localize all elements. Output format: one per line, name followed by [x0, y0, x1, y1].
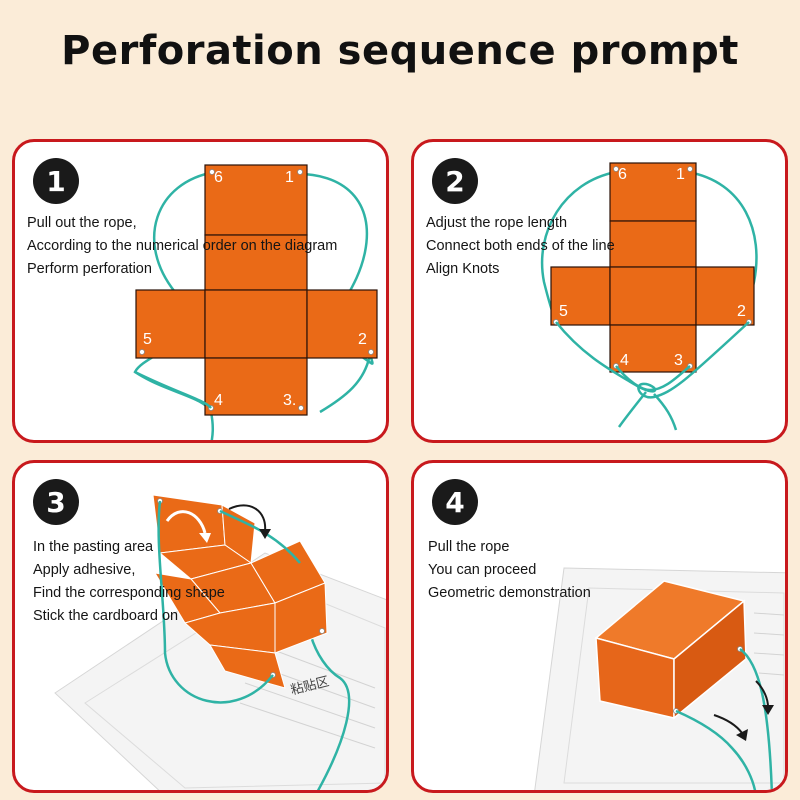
step-number-badge: 2: [432, 158, 478, 204]
cube-net-diagram-2: [540, 162, 758, 431]
instruction-line: Pull the rope: [428, 539, 510, 555]
instruction-line: Align Knots: [426, 261, 500, 277]
instruction-line: In the pasting area: [33, 539, 154, 555]
hole-label-1: 1: [285, 169, 294, 186]
instruction-line: Perform perforation: [27, 261, 152, 277]
step-panel-1: 6 1 5 2 4 3. 1 Pull out the rope, Accord…: [12, 139, 389, 443]
pasting-illustration: [54, 494, 386, 790]
step-number-badge: 3: [33, 479, 79, 525]
instruction-line: Apply adhesive,: [33, 562, 136, 578]
hole-label-3: 3.: [283, 392, 297, 409]
hole-label-4: 4: [214, 392, 223, 409]
step-number-badge: 1: [33, 158, 79, 204]
hole-label-5: 5: [143, 331, 152, 348]
step-panel-3: 粘贴区 3 In the pasting area Apply adhesive…: [12, 460, 389, 793]
instruction-line: Pull out the rope,: [27, 215, 137, 231]
hole-label-6: 6: [214, 169, 223, 186]
instruction-line: Geometric demonstration: [428, 585, 591, 601]
instruction-line: Connect both ends of the line: [426, 238, 615, 254]
hole-label-1: 1: [676, 166, 685, 183]
step-instructions: Adjust the rope length Connect both ends…: [426, 212, 615, 281]
instruction-line: Adjust the rope length: [426, 215, 568, 231]
step-panel-2: 6 1 5 2 4 3 2 Adjust the rope length Con…: [411, 139, 788, 443]
step-instructions: In the pasting area Apply adhesive, Find…: [33, 536, 225, 628]
instruction-line: According to the numerical order on the …: [27, 238, 338, 254]
hole-label-3: 3: [674, 352, 683, 369]
step-panel-4: 4 Pull the rope You can proceed Geometri…: [411, 460, 788, 793]
cube-illustration: [534, 567, 785, 790]
step-number-badge: 4: [432, 479, 478, 525]
hole-label-6: 6: [618, 166, 627, 183]
page-title: Perforation sequence prompt: [61, 28, 739, 74]
instruction-line: You can proceed: [428, 562, 537, 578]
hole-label-5: 5: [559, 303, 568, 320]
hole-label-4: 4: [620, 352, 629, 369]
cube-net-diagram-1: [133, 164, 378, 440]
instruction-line: Stick the cardboard on: [33, 608, 179, 624]
hole-label-2: 2: [737, 303, 746, 320]
step-instructions: Pull the rope You can proceed Geometric …: [428, 536, 591, 605]
hole-label-2: 2: [358, 331, 367, 348]
step-instructions: Pull out the rope, According to the nume…: [27, 212, 337, 281]
instruction-line: Find the corresponding shape: [33, 585, 225, 601]
